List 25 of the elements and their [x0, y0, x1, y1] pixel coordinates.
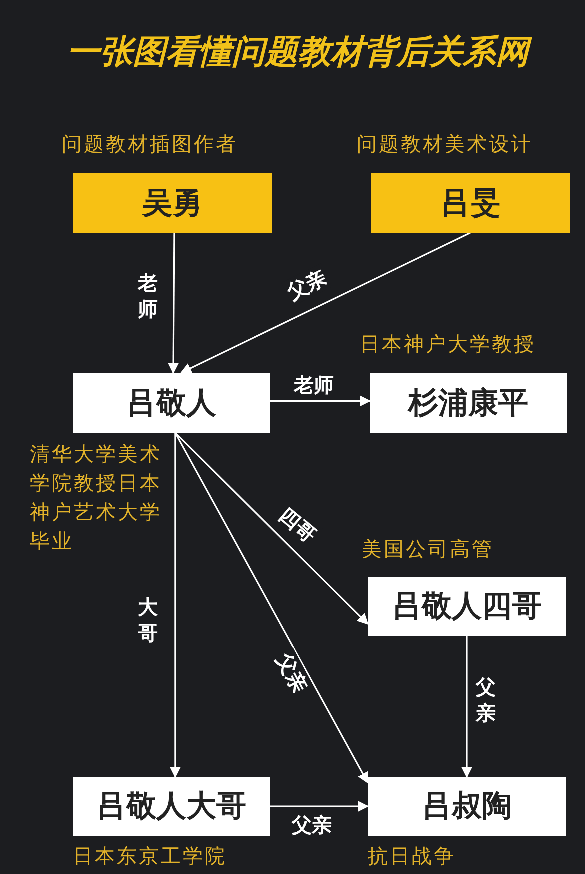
arrow — [168, 233, 180, 374]
note-text: 问题教材美术设计 — [357, 131, 534, 158]
name-box: 吕敬人大哥 — [73, 777, 270, 836]
name-box: 杉浦康平 — [370, 373, 567, 433]
name-box: 吴勇 — [73, 173, 272, 233]
arrow — [174, 432, 369, 625]
note-text: 日本神户大学教授 — [360, 331, 537, 358]
name-box: 吕敬人四哥 — [368, 577, 566, 636]
arrow — [170, 433, 182, 778]
note-text: 抗日战争 — [368, 843, 457, 870]
note-text: 清华大学美术学院教授日本神户艺术大学毕业 — [30, 441, 163, 555]
note-text: 问题教材插图作者 — [62, 131, 239, 158]
arrow — [180, 232, 471, 374]
edge-label: 父亲 — [290, 812, 334, 838]
edge-label: 老师 — [292, 372, 336, 398]
arrow — [174, 432, 369, 784]
name-box: 吕敬人 — [73, 373, 270, 433]
name-box: 吕旻 — [371, 173, 570, 233]
arrow — [461, 636, 473, 778]
note-text: 美国公司高管 — [362, 536, 495, 563]
title: 一张图看懂问题教材背后关系网 — [18, 30, 578, 75]
name-box: 吕叔陶 — [368, 777, 566, 836]
arrow — [270, 396, 372, 407]
note-text: 日本东京工学院 — [73, 843, 228, 870]
arrow — [270, 800, 370, 812]
